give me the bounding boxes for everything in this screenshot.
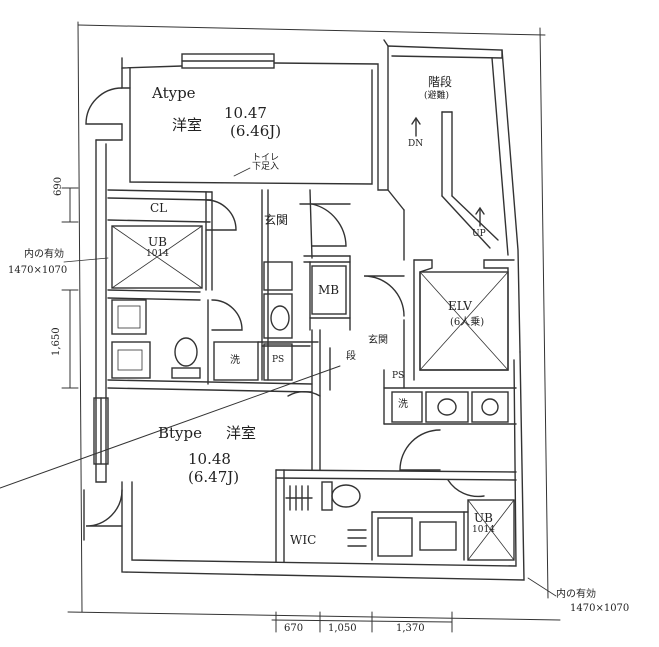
door-swing-b-entry [287,391,321,397]
up-label: UP [472,229,486,239]
dim-lines-left [61,187,109,389]
tap-a-label: 洗 [230,355,240,366]
washer-a [111,341,151,379]
bathtub-a [111,225,203,289]
washbasin-b [419,521,457,551]
door-swing-b-hall [399,429,441,471]
door-swing-a-balcony [85,87,123,125]
wic-shelves [285,485,367,547]
stair-area [387,111,499,261]
dim-690: 690 [53,176,64,196]
door-swing-b-bath [447,479,485,498]
site-line-bottom [67,611,561,621]
door-swing-a-wash [211,299,243,331]
ps-b-label: PS [392,371,405,381]
a-type-area: 10.47 [224,104,267,122]
laundry-a [213,341,259,381]
sink-b [425,391,469,423]
door-swing-common [363,275,405,317]
b-type-label: 洋室 [226,424,257,442]
elv-sub: (6人乗) [450,317,485,328]
tap-b-label: 洗 [398,399,408,410]
ps-a-label: PS [272,355,285,365]
note-right-2: 1470×1070 [570,603,630,614]
toilet-a [171,337,201,379]
dim-1370: 1,370 [396,623,425,634]
ps-a-box [263,343,293,381]
washbasin-a [111,299,147,335]
ps-b-box [391,391,423,423]
dn-label: DN [408,139,424,149]
elevator-shaft [413,259,515,371]
stair-label: 階段 [428,75,453,89]
window-a-top [181,53,275,69]
dim-1650: 1,650 [51,327,62,356]
door-swing-a-cl [205,199,237,231]
a-type-label: 洋室 [172,116,203,134]
door-swing-b-balcony [85,489,123,527]
ub-a-label: UB [148,235,167,249]
washer-b [377,517,413,557]
kitchen-a-2 [263,293,293,339]
site-line-left [77,21,83,613]
mb-box [311,265,347,315]
mb-label: MB [318,283,340,297]
stove-b [471,391,509,423]
b-type-name: Btype [158,424,203,442]
toilet-note: トイレ 下足入 [252,153,280,172]
bathtub-b [467,499,515,561]
ub-b-label: UB [474,511,493,525]
site-line-right [539,27,549,599]
dim-1050: 1,050 [328,623,357,634]
toilet-b [321,481,361,511]
window-b-left [93,397,109,465]
b-type-tatami: (6.47J) [188,468,240,486]
outer-walls [95,39,525,581]
ub-b-size: 1014 [472,525,495,535]
genkan-a-label: 玄関 [264,213,289,227]
partitions-b [275,329,517,563]
kitchen-a-1 [263,261,293,291]
dim-670: 670 [284,623,304,634]
note-right-1: 内の有効 [556,589,596,600]
a-type-name: Atype [152,84,196,102]
leader-line-diagonal [0,365,341,489]
ub-a-size: 1014 [146,249,169,259]
partitions-a [107,189,351,393]
wic-label: WIC [290,533,317,547]
b-type-area: 10.48 [188,450,231,468]
elv-label: ELV [448,299,472,313]
cl-label: CL [150,201,168,215]
dim-lines-bottom [271,577,557,633]
step-label: 段 [346,351,356,362]
stair-sub: (避難) [424,91,450,101]
genkan-b-label: 玄関 [368,335,388,346]
site-line-top [77,24,546,36]
note-left-2: 1470×1070 [8,265,68,276]
a-type-tatami: (6.46J) [230,122,282,140]
door-swing-a-entry [311,203,347,247]
note-left-1: 内の有効 [24,249,64,260]
